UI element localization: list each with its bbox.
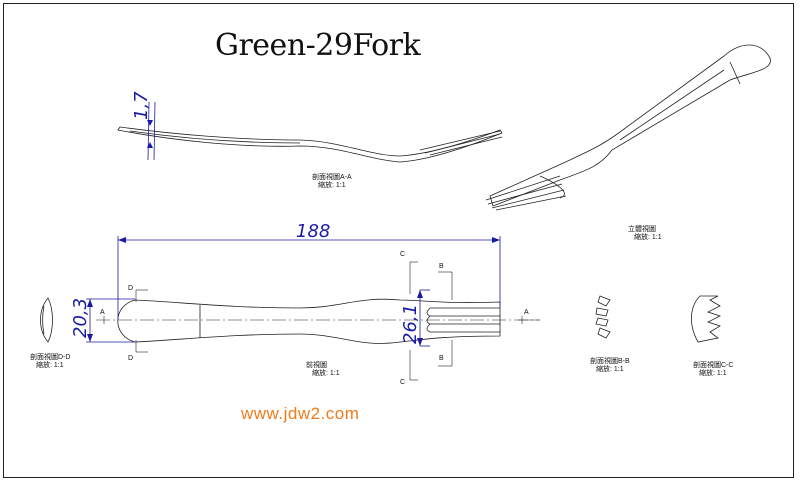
- section-d-view: [40, 297, 53, 343]
- section-marker-a-right: A: [524, 309, 529, 316]
- label-section-a-a-name: 剖面視圖A-A: [312, 174, 352, 181]
- label-front-view-name: 前視圖: [306, 362, 327, 369]
- tine-width-dimension: [417, 289, 430, 347]
- side-view-section-a: [117, 126, 503, 163]
- front-view: [117, 298, 501, 344]
- label-section-c-c: 剖面視圖C-C 縮放: 1:1: [693, 362, 733, 378]
- section-marker-c-top: C: [400, 251, 405, 258]
- handle-width-dimension: [86, 298, 135, 343]
- section-marker-b-top: B: [439, 263, 444, 270]
- isometric-view: [485, 44, 771, 211]
- label-section-b-b: 剖面視圖B-B 縮放: 1:1: [590, 358, 630, 374]
- label-section-c-c-name: 剖面視圖C-C: [693, 362, 734, 369]
- section-c-view: [691, 295, 722, 343]
- label-iso-view-scale: 縮放: 1:1: [634, 234, 662, 241]
- section-marker-d-top: D: [128, 285, 133, 292]
- label-section-a-a-scale: 縮放: 1:1: [318, 182, 346, 189]
- section-cut-lines: [103, 261, 540, 381]
- label-section-d-d-scale: 縮放: 1:1: [36, 362, 64, 369]
- label-iso-view-name: 立體視圖: [628, 226, 656, 233]
- thickness-dimension-label: 1,7: [131, 91, 152, 120]
- sheet-border: [3, 3, 794, 478]
- section-marker-d-bottom: D: [128, 355, 133, 362]
- section-b-view: [595, 295, 611, 339]
- label-section-d-d-name: 剖面視圖D-D: [30, 354, 71, 361]
- length-dimension-label: 188: [296, 221, 330, 242]
- label-iso-view: 立體視圖 縮放: 1:1: [628, 226, 662, 242]
- section-marker-a-left: A: [100, 309, 105, 316]
- label-section-b-b-scale: 縮放: 1:1: [596, 366, 624, 373]
- label-section-d-d: 剖面視圖D-D 縮放: 1:1: [30, 354, 70, 370]
- section-marker-b-bottom: B: [439, 355, 444, 362]
- label-front-view: 前視圖 縮放: 1:1: [306, 362, 340, 378]
- tine-width-dimension-label: 26,1: [400, 304, 421, 344]
- thickness-dimension: [147, 101, 156, 161]
- drawing-title: Green-29Fork: [215, 28, 421, 63]
- length-dimension: [117, 236, 501, 320]
- watermark-link[interactable]: www.jdw2.com: [241, 404, 360, 423]
- label-section-a-a: 剖面視圖A-A 縮放: 1:1: [312, 174, 352, 190]
- section-marker-c-bottom: C: [400, 379, 405, 386]
- label-front-view-scale: 縮放: 1:1: [312, 370, 340, 377]
- label-section-c-c-scale: 縮放: 1:1: [699, 370, 727, 377]
- handle-width-dimension-label: 20,3: [70, 298, 91, 338]
- label-section-b-b-name: 剖面視圖B-B: [590, 358, 630, 365]
